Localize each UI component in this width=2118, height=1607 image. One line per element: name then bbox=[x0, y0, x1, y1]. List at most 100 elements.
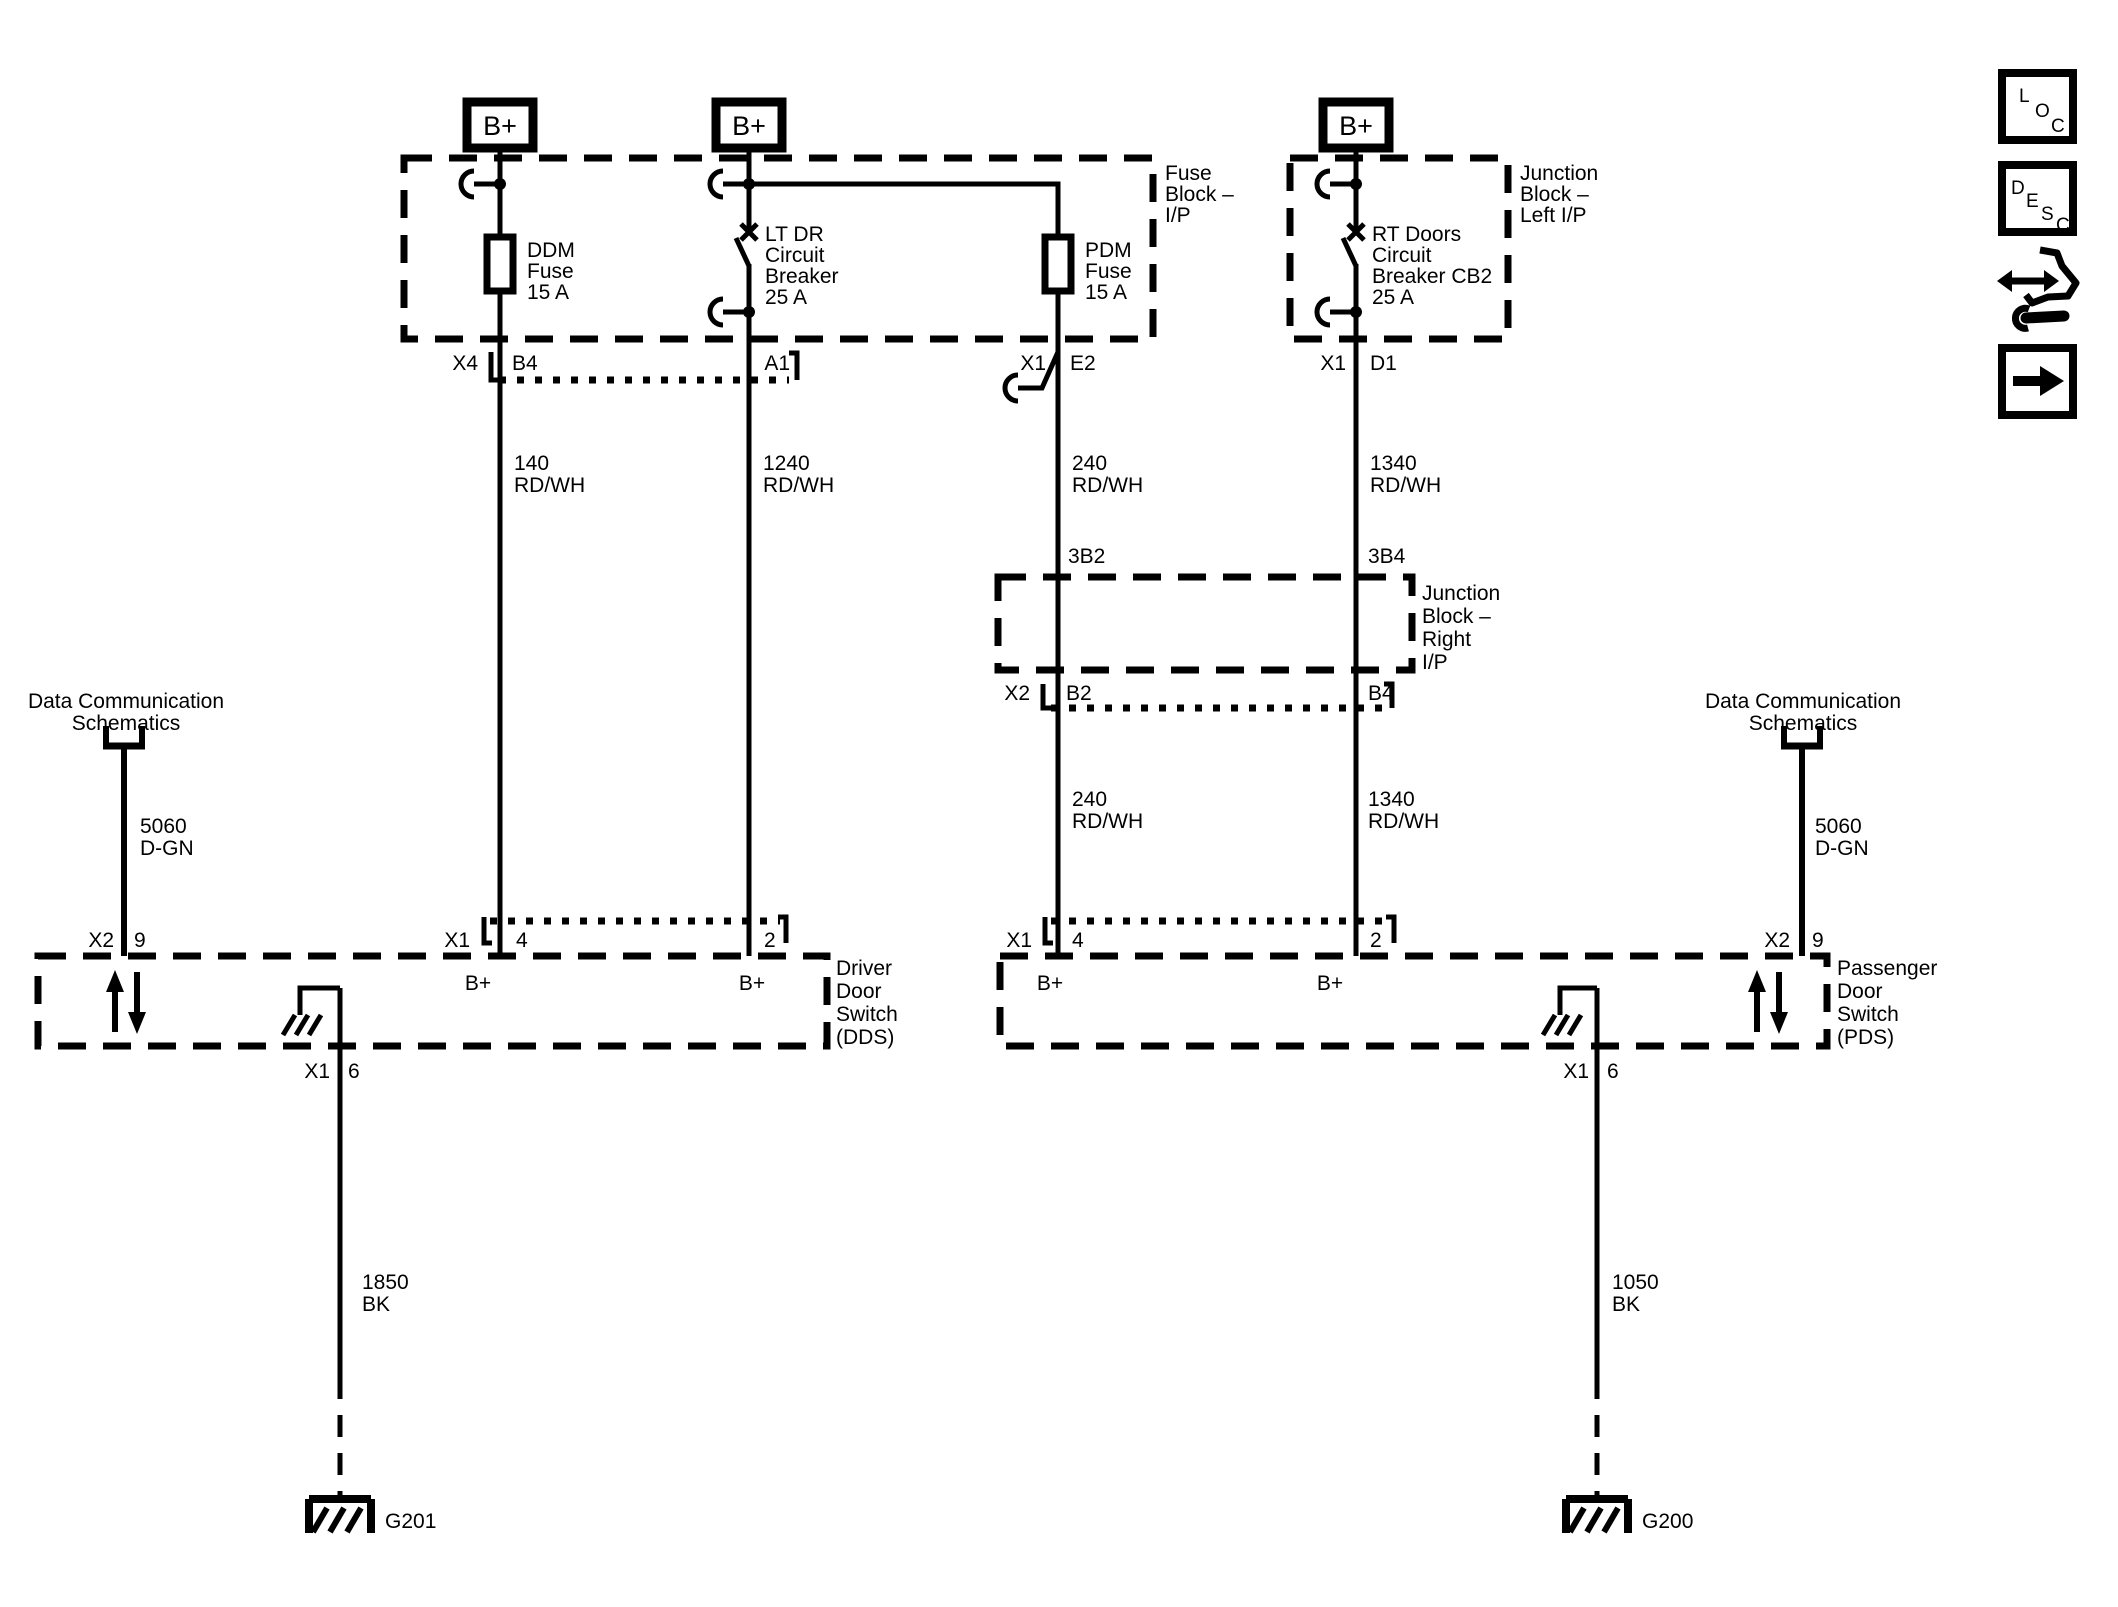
wire-240-rdwh bbox=[749, 181, 1061, 956]
svg-text:1240: 1240 bbox=[763, 452, 810, 475]
dds-ground-symbol bbox=[280, 985, 340, 1037]
junction-block-left-name: Junction Block – Left I/P bbox=[1520, 162, 1598, 227]
battery-tap-3: B+ bbox=[1318, 97, 1394, 153]
svg-text:B+: B+ bbox=[1037, 972, 1063, 995]
svg-text:1850: 1850 bbox=[362, 1271, 409, 1294]
pds-name: Passenger Door Switch (PDS) bbox=[1837, 957, 1937, 1049]
svg-text:RD/WH: RD/WH bbox=[1370, 474, 1441, 497]
connector-x2-row bbox=[1040, 681, 1395, 712]
svg-text:RD/WH: RD/WH bbox=[1072, 810, 1143, 833]
svg-text:PDM: PDM bbox=[1085, 239, 1132, 262]
svg-text:X1: X1 bbox=[304, 1060, 330, 1083]
connector-pin-labels: X4 B4 A1 X1 E2 X1 D1 bbox=[452, 352, 1397, 375]
svg-text:B4: B4 bbox=[1368, 682, 1394, 705]
svg-text:RD/WH: RD/WH bbox=[1072, 474, 1143, 497]
svg-text:Data Communication: Data Communication bbox=[28, 690, 224, 713]
battery-tap-label: B+ bbox=[732, 111, 766, 141]
dds-power-connector-row bbox=[481, 914, 789, 946]
svg-text:2: 2 bbox=[764, 929, 776, 952]
next-page-button[interactable] bbox=[1998, 344, 2077, 419]
wire-label-1850: 1850 BK bbox=[362, 1271, 409, 1316]
svg-text:RD/WH: RD/WH bbox=[514, 474, 585, 497]
svg-text:2: 2 bbox=[1370, 929, 1382, 952]
svg-text:1050: 1050 bbox=[1612, 1271, 1659, 1294]
rt-doors-breaker-caption: RT Doors Circuit Breaker CB2 25 A bbox=[1372, 223, 1492, 309]
loc-letter: L bbox=[2019, 86, 2030, 107]
svg-text:Door: Door bbox=[1837, 980, 1883, 1003]
wire-label-240-lower: 240 RD/WH bbox=[1072, 788, 1143, 833]
svg-text:240: 240 bbox=[1072, 788, 1107, 811]
svg-text:E2: E2 bbox=[1070, 352, 1096, 375]
svg-text:1340: 1340 bbox=[1370, 452, 1417, 475]
terminal-clip bbox=[458, 168, 506, 200]
breaker-switch-blade bbox=[733, 236, 752, 268]
svg-text:Breaker: Breaker bbox=[765, 265, 839, 288]
svg-text:Block –: Block – bbox=[1422, 605, 1491, 628]
wire-label-240-upper: 240 RD/WH bbox=[1072, 452, 1143, 497]
ground-g200-label: G200 bbox=[1642, 1510, 1693, 1533]
junction-right-pins: 3B2 3B4 X2 B2 B4 bbox=[1004, 545, 1405, 705]
wire-label-5060-left: 5060 D-GN bbox=[140, 815, 194, 860]
pds-pin-labels: X1 4 2 X2 9 B+ B+ X1 6 bbox=[1006, 929, 1823, 1083]
svg-text:Switch: Switch bbox=[836, 1003, 898, 1026]
svg-text:3B4: 3B4 bbox=[1368, 545, 1406, 568]
desc-letter: S bbox=[2041, 204, 2054, 225]
svg-text:DDM: DDM bbox=[527, 239, 575, 262]
svg-text:5060: 5060 bbox=[1815, 815, 1862, 838]
svg-text:Left I/P: Left I/P bbox=[1520, 204, 1587, 227]
svg-text:B+: B+ bbox=[1317, 972, 1343, 995]
svg-text:D-GN: D-GN bbox=[140, 837, 194, 860]
svg-text:4: 4 bbox=[1072, 929, 1084, 952]
svg-text:Junction: Junction bbox=[1520, 162, 1598, 185]
svg-text:Fuse: Fuse bbox=[1085, 260, 1132, 283]
svg-text:Schematics: Schematics bbox=[1749, 712, 1858, 735]
svg-text:(DDS): (DDS) bbox=[836, 1026, 894, 1049]
ground-g200-symbol bbox=[1562, 1495, 1632, 1534]
ltdr-breaker-caption: LT DR Circuit Breaker 25 A bbox=[765, 223, 839, 309]
pds-ground-symbol bbox=[1540, 985, 1597, 1037]
data-ref-left-label: Data Communication Schematics bbox=[28, 690, 224, 735]
svg-text:Block –: Block – bbox=[1165, 183, 1234, 206]
wire-label-5060-right: 5060 D-GN bbox=[1815, 815, 1869, 860]
svg-text:15 A: 15 A bbox=[527, 281, 569, 304]
wrench-icon bbox=[2011, 304, 2031, 332]
data-ref-right-label: Data Communication Schematics bbox=[1705, 690, 1901, 735]
svg-text:A1: A1 bbox=[764, 352, 790, 375]
svg-text:15 A: 15 A bbox=[1085, 281, 1127, 304]
svg-text:6: 6 bbox=[348, 1060, 360, 1083]
svg-text:X1: X1 bbox=[1563, 1060, 1589, 1083]
svg-text:Door: Door bbox=[836, 980, 882, 1003]
wire-label-1340-upper: 1340 RD/WH bbox=[1370, 452, 1441, 497]
ground-g201-label: G201 bbox=[385, 1510, 436, 1533]
svg-text:X1: X1 bbox=[1020, 352, 1046, 375]
svg-text:B2: B2 bbox=[1066, 682, 1092, 705]
desc-button[interactable]: D E S C bbox=[1998, 161, 2077, 236]
ground-g201-symbol bbox=[305, 1495, 375, 1534]
loc-button[interactable]: L O C bbox=[1998, 69, 2077, 144]
breaker-switch-blade bbox=[1340, 236, 1359, 268]
terminal-clip bbox=[1314, 296, 1362, 328]
pdm-fuse-caption: PDM Fuse 15 A bbox=[1085, 239, 1132, 304]
svg-text:B+: B+ bbox=[739, 972, 765, 995]
svg-text:1340: 1340 bbox=[1368, 788, 1415, 811]
pdm-fuse-symbol bbox=[1041, 233, 1075, 295]
fuse-block-ip-box bbox=[400, 154, 1157, 343]
svg-text:RD/WH: RD/WH bbox=[1368, 810, 1439, 833]
junction-block-right-box bbox=[994, 573, 1416, 674]
ddm-fuse-caption: DDM Fuse 15 A bbox=[527, 239, 575, 304]
svg-text:5060: 5060 bbox=[140, 815, 187, 838]
harness-repair-icon[interactable] bbox=[1997, 246, 2080, 332]
svg-text:Breaker CB2: Breaker CB2 bbox=[1372, 265, 1492, 288]
svg-text:Circuit: Circuit bbox=[765, 244, 825, 267]
svg-text:Switch: Switch bbox=[1837, 1003, 1899, 1026]
svg-text:(PDS): (PDS) bbox=[1837, 1026, 1894, 1049]
svg-text:9: 9 bbox=[1812, 929, 1824, 952]
battery-tap-label: B+ bbox=[483, 111, 517, 141]
dds-name: Driver Door Switch (DDS) bbox=[836, 957, 898, 1049]
svg-text:9: 9 bbox=[134, 929, 146, 952]
pds-signal-arrows bbox=[1748, 970, 1788, 1034]
driver-door-switch-box bbox=[34, 952, 831, 1050]
dds-signal-arrows bbox=[106, 970, 146, 1034]
